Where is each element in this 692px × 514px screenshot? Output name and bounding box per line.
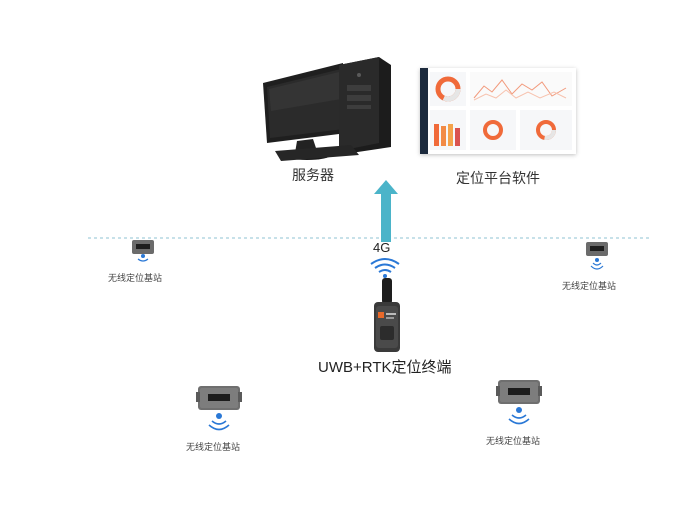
upload-arrow-icon	[374, 180, 398, 242]
station-label: 无线定位基站	[186, 442, 241, 452]
server-label: 服务器	[292, 167, 334, 183]
platform-label: 定位平台软件	[456, 170, 540, 186]
platform-dashboard-screenshot	[420, 68, 576, 154]
station-label: 无线定位基站	[486, 436, 541, 446]
wifi-signal-icon	[508, 407, 530, 425]
base-station-icon	[196, 386, 242, 410]
server-computer-icon	[263, 57, 391, 161]
wifi-signal-icon	[208, 413, 230, 431]
station-label: 无线定位基站	[108, 273, 163, 283]
station-top-right: 无线定位基站	[562, 240, 632, 292]
terminal-label: UWB+RTK定位终端	[318, 359, 452, 376]
wifi-signal-icon	[370, 258, 400, 278]
base-station-icon	[586, 242, 608, 256]
network-4g-label: 4G	[373, 240, 391, 255]
station-bottom-left: 无线定位基站	[184, 382, 254, 454]
base-station-icon	[132, 240, 154, 254]
base-station-icon	[496, 380, 542, 404]
uwb-rtk-terminal-icon	[374, 278, 400, 352]
station-label: 无线定位基站	[562, 281, 617, 291]
station-top-left: 无线定位基站	[108, 240, 178, 284]
wifi-signal-icon	[590, 258, 604, 270]
station-bottom-right: 无线定位基站	[484, 376, 554, 448]
wifi-signal-icon	[137, 254, 149, 262]
